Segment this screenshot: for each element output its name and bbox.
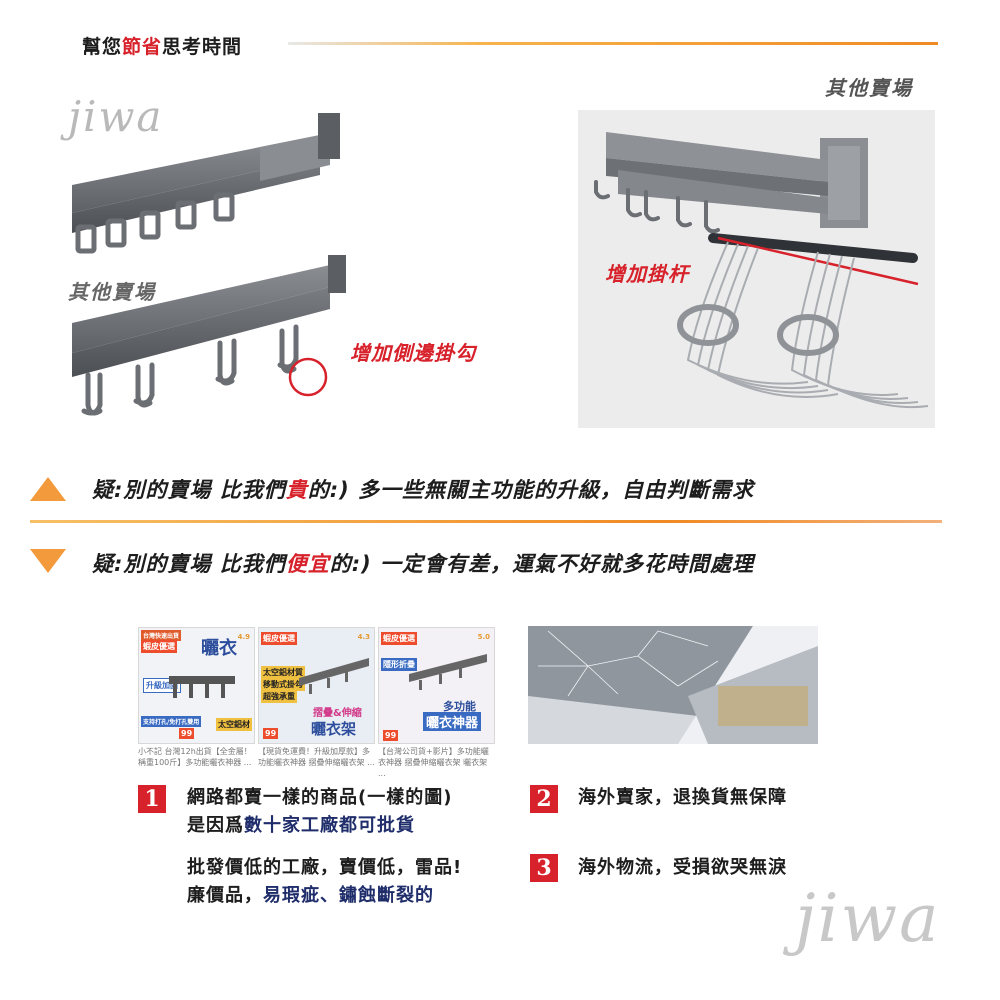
- tag-mount: 支持打孔/免打孔雙用: [141, 716, 202, 727]
- brand-logo-bottom: jiwa: [795, 880, 941, 957]
- thumb-headline: 曬衣神器: [423, 712, 482, 731]
- title-pre: 幫您: [82, 36, 123, 58]
- list-number-2: 2: [530, 785, 558, 813]
- thumb-headline: 曬衣架: [311, 720, 357, 738]
- reason-overseas-shipping: 海外物流，受損欲哭無淚: [578, 857, 787, 878]
- rating: 5.0: [477, 633, 490, 641]
- badge-shop: 蝦皮優選: [261, 632, 297, 645]
- price-tag: 99: [263, 728, 279, 739]
- reason-1-line1: 網路都賣一樣的商品(一樣的圖): [187, 787, 453, 808]
- thumb-headline: 曬衣: [201, 638, 237, 659]
- reason-1-line2-emphasis: 數十家工廠都可批貨: [244, 815, 415, 836]
- tag-fold: 摺疊&伸縮: [313, 708, 362, 719]
- price-tag: 99: [383, 730, 399, 741]
- title-post: 思考時間: [162, 36, 243, 58]
- list-number-3: 3: [530, 854, 558, 882]
- reason-cheap-factory: 批發價低的工廠，賣價低，雷品! 廉價品，易瑕疵、鏽蝕斷裂的: [187, 854, 462, 910]
- note-down-post: 的:) 一定會有差，運氣不好就多花時間處理: [329, 552, 755, 576]
- rating: 4.9: [237, 633, 250, 641]
- page-title: 幫您節省思考時間: [82, 32, 242, 59]
- listing-thumbnail-3: 蝦皮優選 5.0 隱形折疊 多功能 曬衣神器 99: [378, 627, 495, 744]
- rating: 4.3: [357, 633, 370, 641]
- badge-shop: 蝦皮優選: [141, 640, 177, 653]
- section-divider: [30, 520, 942, 523]
- note-cheaper: 疑:別的賣場 比我們便宜的:) 一定會有差，運氣不好就多花時間處理: [92, 548, 754, 578]
- tag-material: 太空鋁材: [216, 718, 252, 731]
- product-icon: [299, 658, 369, 694]
- callout-side-hook: 增加側邊掛勾: [350, 341, 476, 365]
- product-icon: [169, 676, 235, 698]
- badge-shop: 蝦皮優選: [381, 632, 417, 645]
- brand-logo-top: jiwa: [68, 92, 164, 141]
- price-tag: 99: [179, 728, 195, 739]
- broken-phone-photo: [528, 626, 818, 744]
- reason-1b-line2-emphasis: 易瑕疵、鏽蝕斷裂的: [263, 885, 434, 906]
- other-store-rack-drawing: [72, 113, 346, 416]
- note-down-pre: 疑:別的賣場 比我們: [92, 552, 286, 576]
- tag-hidden-fold: 隱形折疊: [381, 658, 417, 671]
- triangle-up-icon: [30, 477, 66, 501]
- thumb-subhead: 多功能: [443, 700, 476, 713]
- product-icon: [409, 654, 487, 690]
- listing-thumbnail-1: 台灣快速出貨 蝦皮優選 4.9 曬衣 升級加固 支持打孔/免打孔雙用 太空鋁材 …: [138, 627, 255, 744]
- badge-fast-ship: 台灣快速出貨: [141, 630, 182, 641]
- other-store-label-left: 其他賣場: [68, 280, 156, 304]
- list-number-1: 1: [138, 785, 166, 813]
- tag-load: 超強承重: [261, 690, 297, 703]
- header-divider: [288, 42, 938, 45]
- reason-same-product: 網路都賣一樣的商品(一樣的圖) 是因爲數十家工廠都可批貨: [187, 784, 452, 840]
- tag-material: 太空鋁材質: [261, 666, 305, 679]
- note-up-pre: 疑:別的賣場 比我們: [92, 478, 286, 502]
- note-down-emphasis: 便宜: [285, 552, 330, 576]
- callout-rod: 增加掛杆: [605, 262, 689, 286]
- listing-caption-3: 【台灣公司貨+影片】多功能曬衣神器 摺疊伸縮曬衣架 曬衣架 ...: [378, 747, 489, 778]
- listing-caption-1: 小不記 台灣12h出貨【全金屬！稱重100斤】多功能曬衣神器 ...: [138, 747, 252, 767]
- listing-thumbnail-2: 蝦皮優選 4.3 太空鋁材質 移動式掛勾 超強承重 摺疊&伸縮 曬衣架 99: [258, 627, 375, 744]
- reason-1-line2-pre: 是因爲: [187, 815, 244, 836]
- other-store-label-right: 其他賣場: [825, 76, 913, 100]
- tag-hook: 移動式掛勾: [261, 678, 305, 691]
- reason-overseas-return: 海外賣家，退換貨無保障: [578, 787, 787, 808]
- note-up-emphasis: 貴: [285, 478, 308, 502]
- listing-caption-2: 【現貨免運費！升級加厚款】多功能曬衣神器 摺疊伸縮曬衣架 ...: [258, 747, 375, 767]
- reason-1b-line1: 批發價低的工廠，賣價低，雷品!: [187, 857, 463, 878]
- reason-1b-line2-pre: 廉價品，: [187, 885, 263, 906]
- other-store-rack-photo: [578, 110, 935, 428]
- triangle-down-icon: [30, 549, 66, 573]
- note-up-post: 的:) 多一些無關主功能的升級，自由判斷需求: [307, 478, 755, 502]
- title-emphasis: 節省: [122, 36, 163, 58]
- note-more-expensive: 疑:別的賣場 比我們貴的:) 多一些無關主功能的升級，自由判斷需求: [92, 474, 754, 504]
